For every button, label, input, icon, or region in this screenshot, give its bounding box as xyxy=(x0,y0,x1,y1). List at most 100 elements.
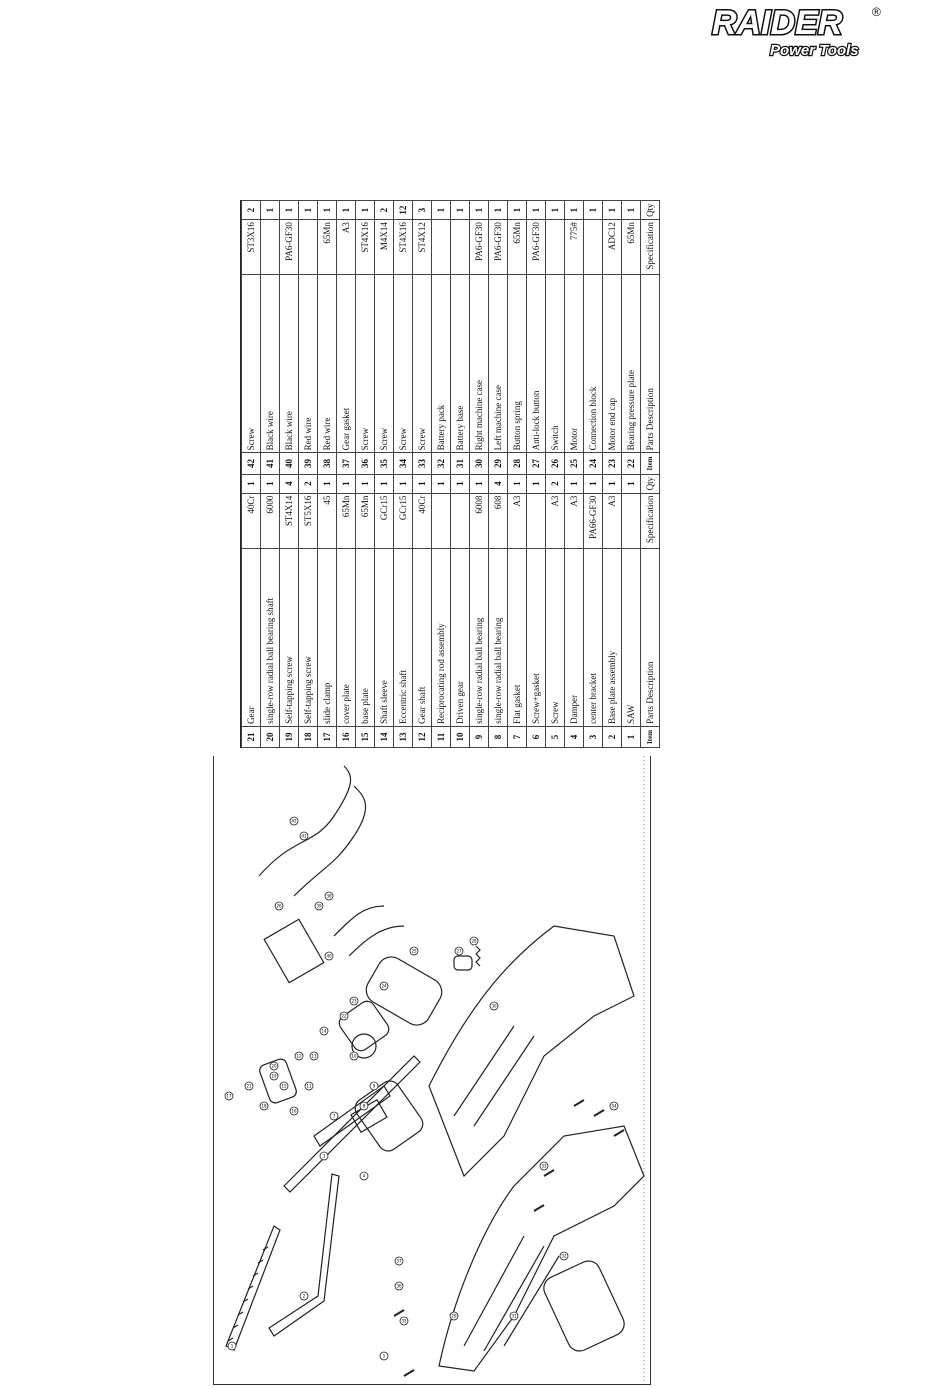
callout-circle xyxy=(509,1311,519,1321)
callout-label: 5 xyxy=(383,1354,386,1359)
callout-label: 8 xyxy=(363,1104,366,1109)
part-specification: PA6-GF30 xyxy=(279,219,299,275)
part-description: Self-tapping screw xyxy=(298,548,318,727)
part-description: Gear shaft xyxy=(412,548,432,727)
callout-circle xyxy=(309,1051,319,1061)
part-specification: 775# xyxy=(564,219,584,275)
part-description: Battery pack xyxy=(431,274,451,453)
callout-label: 14 xyxy=(321,1029,327,1034)
case-ribs xyxy=(463,1235,560,1352)
item-number: 26 xyxy=(545,452,565,475)
specification-header: Specification xyxy=(640,493,660,549)
part-description: Shaft sleeve xyxy=(374,548,394,727)
part-specification xyxy=(526,493,546,549)
description-header: Parts Description xyxy=(640,274,660,453)
callout-circle xyxy=(319,1151,329,1161)
part-specification xyxy=(431,493,451,549)
callout-label: 38 xyxy=(326,894,332,899)
item-number: 19 xyxy=(279,726,299,748)
part-specification: A3 xyxy=(564,493,584,549)
item-number: 3 xyxy=(583,726,603,748)
callout-label: 20 xyxy=(271,1064,277,1069)
callout-label: 10 xyxy=(351,1054,357,1059)
reciprocating-rod-part xyxy=(283,1055,421,1193)
part-specification xyxy=(621,493,641,549)
part-description: Self-tapping screw xyxy=(279,548,299,727)
part-description: Left machine case xyxy=(488,274,508,453)
part-qty: 12 xyxy=(393,200,413,220)
anti-lock-button-part xyxy=(453,955,473,971)
item-number: 9 xyxy=(469,726,489,748)
screws-part xyxy=(393,1099,625,1377)
item-number: 35 xyxy=(374,452,394,475)
callout-circle xyxy=(394,1281,404,1291)
raider-logo: RAIDER ® Power Tools xyxy=(708,2,888,62)
part-qty: 1 xyxy=(450,200,470,220)
callout-circle xyxy=(299,1291,309,1301)
callout-label: 36 xyxy=(396,1284,402,1289)
callout-label: 28 xyxy=(471,939,477,944)
part-qty: 2 xyxy=(298,474,318,494)
callout-circle xyxy=(269,1061,279,1071)
part-qty: 1 xyxy=(488,200,508,220)
part-qty: 1 xyxy=(469,474,489,494)
callout-label: 15 xyxy=(281,1084,287,1089)
exploded-view-drawing: 1234567891011121314151617181920212223242… xyxy=(213,756,651,1385)
callout-label: 26 xyxy=(276,904,282,909)
part-qty: 1 xyxy=(507,200,527,220)
part-qty: 1 xyxy=(355,474,375,494)
item-number: 6 xyxy=(526,726,546,748)
part-specification: ST4X14 xyxy=(279,493,299,549)
part-specification: GCr15 xyxy=(374,493,394,549)
part-description: SAW xyxy=(621,548,641,727)
callout-circle xyxy=(379,1351,389,1361)
item-number: 32 xyxy=(431,452,451,475)
part-specification: PA6-GF30 xyxy=(469,219,489,275)
callout-circle xyxy=(559,1251,569,1261)
part-specification: 65Mn xyxy=(355,493,375,549)
part-description: Black wire xyxy=(279,274,299,453)
part-description: Gear xyxy=(241,548,261,727)
part-specification xyxy=(260,219,280,275)
callout-label: 29 xyxy=(451,1314,457,1319)
part-qty: 1 xyxy=(317,474,337,494)
item-number: 13 xyxy=(393,726,413,748)
saw-blade-part xyxy=(225,1225,281,1351)
part-qty: 1 xyxy=(526,474,546,494)
part-qty: 1 xyxy=(450,474,470,494)
part-description: single-row radial ball bearing xyxy=(488,548,508,727)
part-description: Red wire xyxy=(298,274,318,453)
callout-label: 41 xyxy=(301,834,307,839)
case-ribs xyxy=(453,1025,535,1127)
part-description: Red wire xyxy=(317,274,337,453)
wire-part xyxy=(258,765,352,877)
part-specification xyxy=(450,493,470,549)
part-description: Connection block xyxy=(583,274,603,453)
callout-label: 30 xyxy=(491,1004,497,1009)
callout-group: 1234567891011121314151617181920212223242… xyxy=(224,816,619,1361)
part-specification: 40Cr xyxy=(241,493,261,549)
wire-part xyxy=(348,925,405,957)
part-specification: ADC12 xyxy=(602,219,622,275)
brand-name: RAIDER xyxy=(712,4,843,42)
item-number: 40 xyxy=(279,452,299,475)
item-number: 25 xyxy=(564,452,584,475)
item-number: 17 xyxy=(317,726,337,748)
callout-label: 7 xyxy=(333,1114,336,1119)
part-specification xyxy=(583,219,603,275)
callout-circle xyxy=(409,946,419,956)
callout-circle xyxy=(609,1101,619,1111)
callout-circle xyxy=(324,891,334,901)
